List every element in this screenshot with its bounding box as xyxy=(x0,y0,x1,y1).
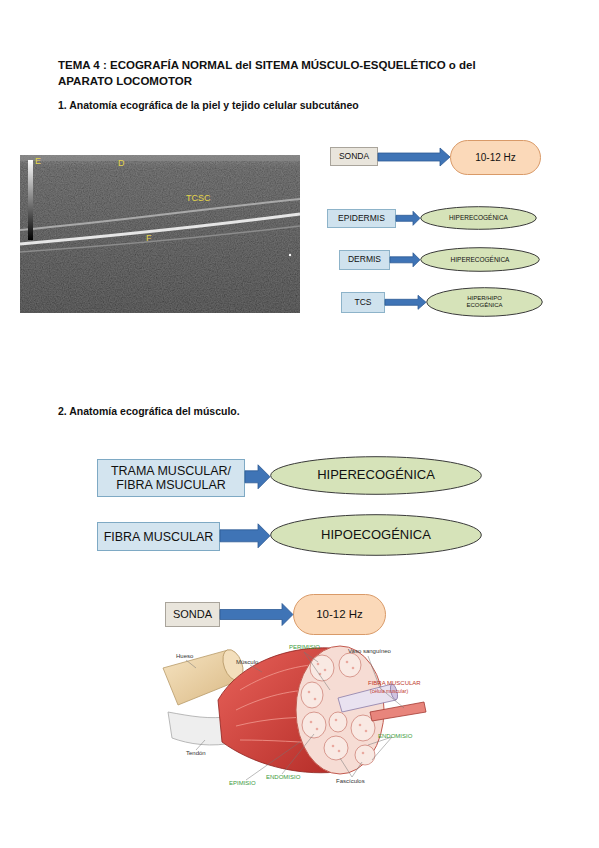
part-label: Hueso xyxy=(176,653,193,659)
node-text: TRAMA MUSCULAR/ FIBRA MSUCULAR xyxy=(102,464,240,492)
part-label: Músculo xyxy=(236,659,258,665)
image-label: TCSC xyxy=(186,193,211,203)
frequency-pill: 10-12 Hz xyxy=(450,140,541,175)
fascicle xyxy=(355,745,375,765)
node-text: 10-12 Hz xyxy=(316,608,363,621)
block-arrow xyxy=(220,524,270,548)
image-label: D xyxy=(118,158,125,168)
node-text: TCS xyxy=(355,298,372,308)
label-box: TRAMA MUSCULAR/ FIBRA MSUCULAR xyxy=(97,459,245,497)
marker-dot xyxy=(289,254,291,256)
node-text: HIPERECOGÉNICA xyxy=(449,214,508,221)
leader-line xyxy=(304,652,330,690)
fascicle xyxy=(329,712,347,732)
label-box: DERMIS xyxy=(339,250,390,270)
leader-line xyxy=(340,758,362,777)
leader-line xyxy=(186,660,196,668)
leader-line xyxy=(368,737,392,760)
ellipse-shape xyxy=(271,457,482,495)
node-text: FIBRA MUSCULAR xyxy=(104,530,214,544)
leader-line xyxy=(246,742,300,780)
fascia-line xyxy=(20,214,300,244)
fascicle xyxy=(324,736,348,760)
ultrasound-speckle xyxy=(20,155,300,313)
muscle-fiber xyxy=(370,702,426,721)
skin-line xyxy=(20,155,300,161)
block-arrow xyxy=(385,295,426,309)
ellipse-shape xyxy=(421,248,540,272)
node-text: SONDA xyxy=(173,608,212,620)
part-label: EPIMISIO xyxy=(229,780,256,786)
block-arrow xyxy=(390,253,420,267)
label-box: SONDA xyxy=(330,147,378,166)
muscle-cross-section xyxy=(296,646,384,774)
result-ellipse: HIPERECOGÉNICA xyxy=(420,206,537,230)
ellipse-shape xyxy=(427,288,543,317)
result-ellipse: HIPERECOGÉNICA xyxy=(420,247,540,272)
block-arrow xyxy=(220,604,293,626)
part-label: ENDOMISIO xyxy=(378,733,412,739)
image-label: E xyxy=(35,156,41,166)
label-box: EPIDERMIS xyxy=(327,209,396,228)
image-label: F xyxy=(146,233,152,243)
fascicle xyxy=(301,682,323,708)
frequency-pill: 10-12 Hz xyxy=(293,594,386,635)
result-ellipse: HIPER/HIPO ECOGÉNICA xyxy=(426,287,543,317)
node-text: HIPER/HIPO ECOGÉNICA xyxy=(460,295,510,308)
leader-line xyxy=(196,740,205,750)
leader-lines xyxy=(186,652,404,780)
section-heading: 2. Anatomía ecográfica del músculo. xyxy=(58,405,240,417)
result-ellipse: HIPERECOGÉNICA xyxy=(270,456,482,495)
grayscale-bar xyxy=(28,160,33,240)
label-box: FIBRA MUSCULAR xyxy=(97,522,220,551)
node-text: HIPOECOGÉNICA xyxy=(321,528,431,543)
node-text: SONDA xyxy=(339,152,369,162)
part-label: Vaso sanguíneo xyxy=(348,648,391,654)
part-label: Tendón xyxy=(186,750,206,756)
node-text: DERMIS xyxy=(348,255,381,265)
leader-line xyxy=(250,665,262,672)
block-arrow xyxy=(245,465,270,489)
node-text: EPIDERMIS xyxy=(338,214,385,224)
part-label: Fascículos xyxy=(336,778,365,784)
part-label: ENDOMISIO xyxy=(266,774,300,780)
label-box: TCS xyxy=(341,292,385,313)
muscle-illustration xyxy=(163,646,426,780)
ellipse-shape xyxy=(271,515,482,556)
result-ellipse: HIPOECOGÉNICA xyxy=(270,514,482,556)
node-text: HIPERECOGÉNICA xyxy=(451,256,510,263)
part-label: (célula muscular) xyxy=(370,688,408,694)
ultrasound-image xyxy=(20,155,300,313)
block-arrow xyxy=(378,148,450,166)
part-label: FIBRA MUSCULAR xyxy=(368,680,421,686)
ellipse-shape xyxy=(421,207,537,230)
fascia-line xyxy=(20,226,300,252)
section-heading: 1. Anatomía ecográfica de la piel y teji… xyxy=(58,99,359,111)
part-label: PERIMISIO xyxy=(289,644,320,650)
label-box: SONDA xyxy=(165,602,220,627)
leader-line xyxy=(282,734,314,774)
fascia-line xyxy=(20,199,300,230)
block-arrow xyxy=(396,211,420,225)
fascicle xyxy=(339,653,361,677)
node-text: 10-12 Hz xyxy=(475,152,516,163)
fascicles xyxy=(301,653,375,765)
ultrasound-background xyxy=(20,155,300,313)
node-text: HIPERECOGÉNICA xyxy=(317,468,435,483)
page-title: TEMA 4 : ECOGRAFÍA NORMAL del SITEMA MÚS… xyxy=(58,58,528,89)
